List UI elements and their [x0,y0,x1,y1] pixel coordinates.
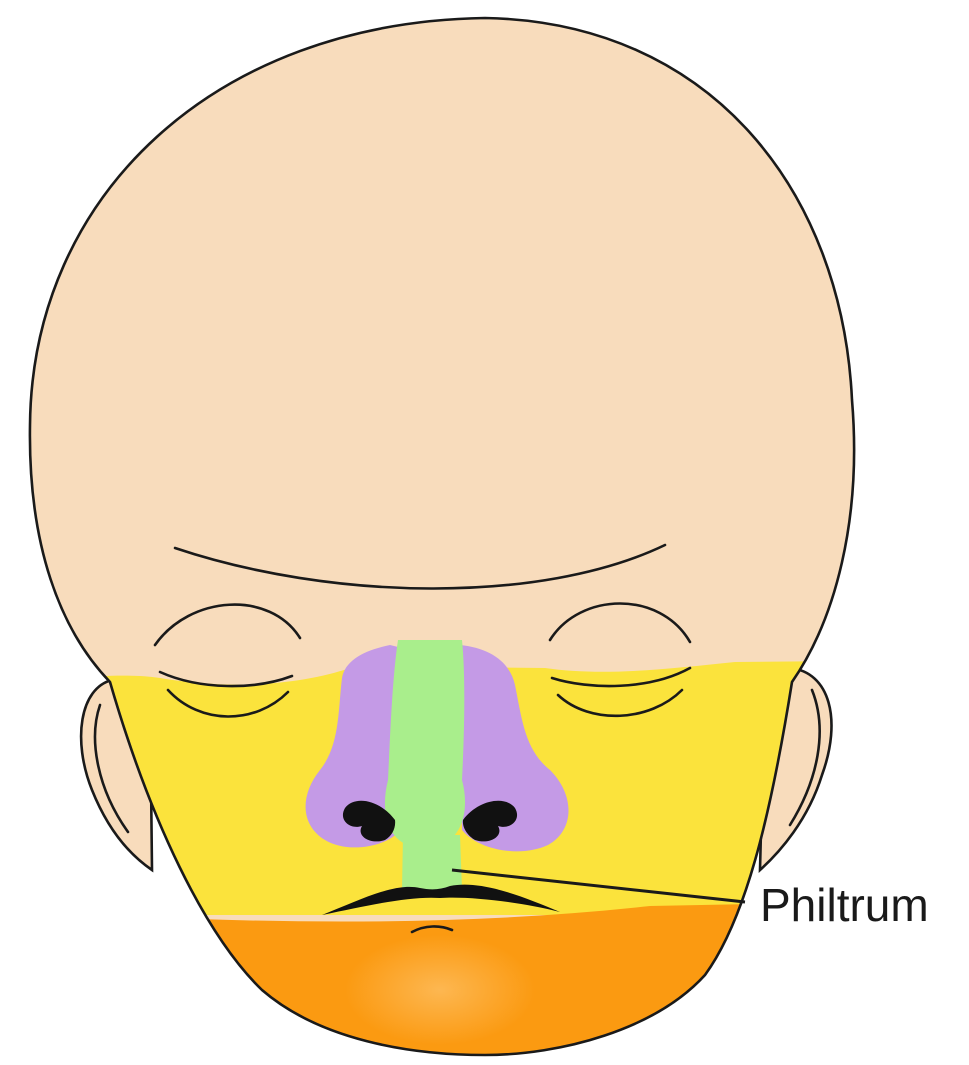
philtrum-label: Philtrum [760,879,929,931]
medial-nasal-prominence [385,640,465,849]
chin-highlight [345,935,535,1045]
